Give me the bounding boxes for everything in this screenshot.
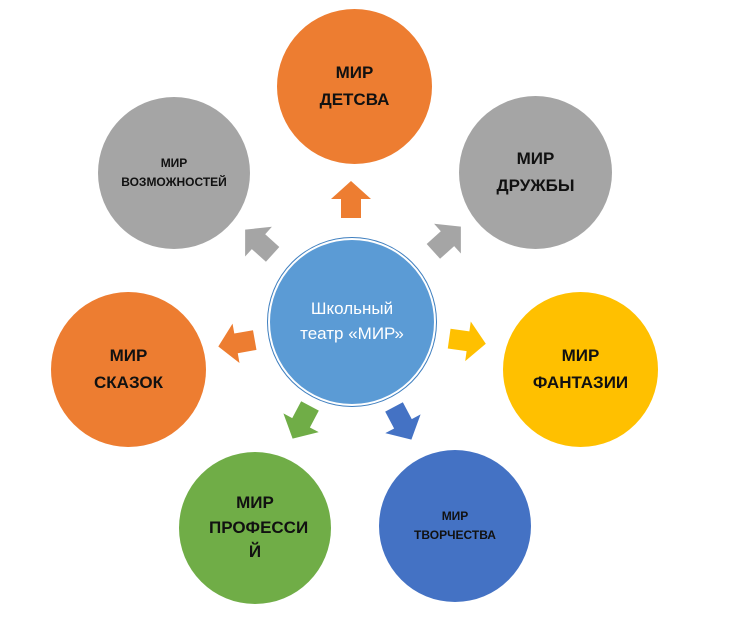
center-label: Школьный театр «МИР» bbox=[300, 299, 404, 343]
arrow-profess bbox=[283, 401, 319, 439]
center-circle: Школьный театр «МИР» bbox=[268, 238, 436, 406]
node-label-detstva: МИР ДЕТСВА bbox=[319, 63, 390, 109]
arrow-fantazii bbox=[447, 321, 486, 362]
node-mir-skazok: МИР СКАЗОК bbox=[51, 292, 206, 447]
node-mir-druzhby: МИР ДРУЖБЫ bbox=[459, 96, 612, 249]
arrow-detstva bbox=[331, 181, 371, 218]
node-mir-professiy: МИР ПРОФЕССИ Й bbox=[179, 452, 331, 604]
arrow-vozmozh bbox=[245, 226, 280, 262]
node-mir-vozmozhnostey: МИР ВОЗМОЖНОСТЕЙ bbox=[98, 97, 250, 249]
node-label-fantazii: МИР ФАНТАЗИИ bbox=[532, 346, 629, 392]
node-mir-tvorchestva: МИР ТВОРЧЕСТВА bbox=[379, 450, 531, 602]
arrow-druzhby bbox=[426, 223, 461, 259]
node-mir-fantazii: МИР ФАНТАЗИИ bbox=[503, 292, 658, 447]
node-label-skazok: МИР СКАЗОК bbox=[94, 346, 163, 392]
arrow-skazok bbox=[218, 323, 257, 364]
arrow-tvorch bbox=[385, 402, 421, 440]
node-label-vozmozhnostey: МИР ВОЗМОЖНОСТЕЙ bbox=[121, 155, 227, 189]
node-label-tvorchestva: МИР ТВОРЧЕСТВА bbox=[414, 508, 496, 542]
node-mir-detstva: МИР ДЕТСВА bbox=[277, 9, 432, 164]
node-label-druzhby: МИР ДРУЖБЫ bbox=[496, 149, 575, 195]
node-label-professiy: МИР ПРОФЕССИ Й bbox=[209, 493, 309, 562]
